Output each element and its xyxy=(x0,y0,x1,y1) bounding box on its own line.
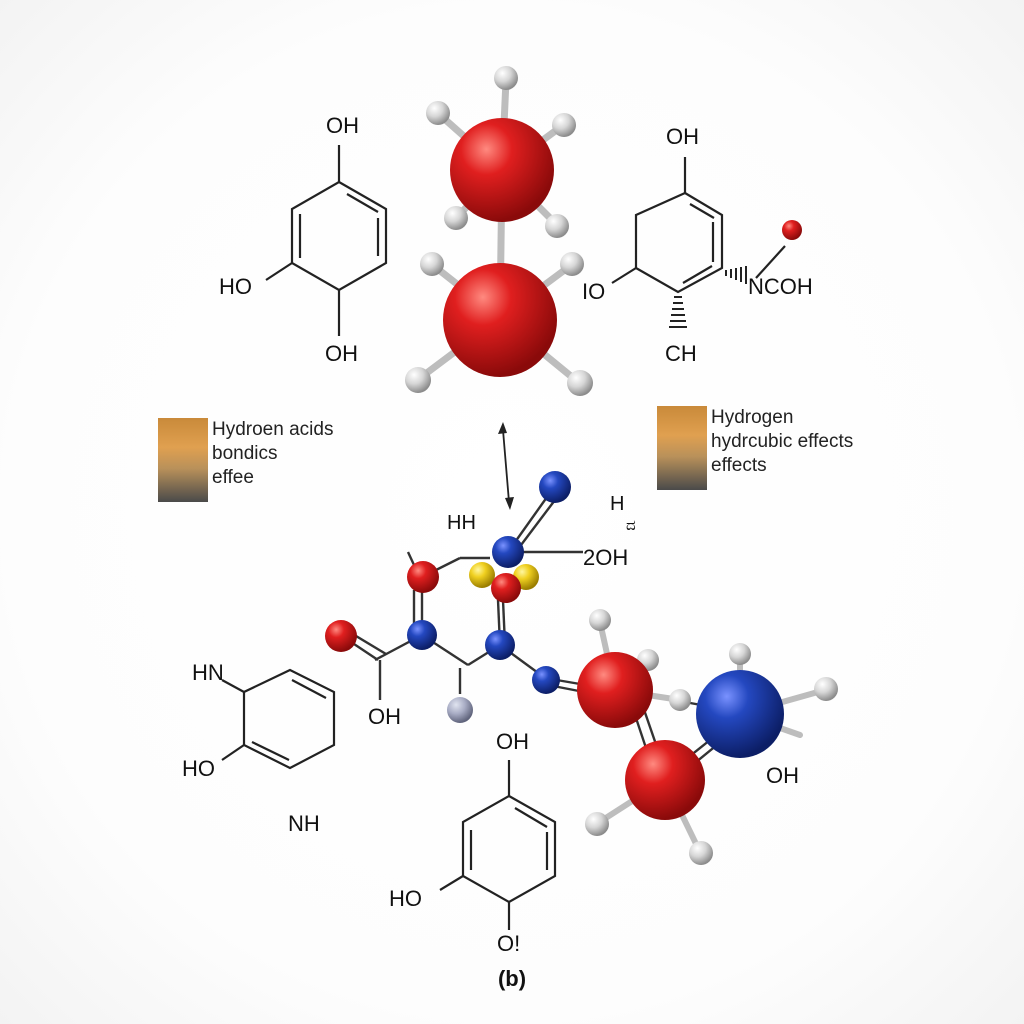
water-dimer-model xyxy=(405,66,593,396)
nitrogen-atom xyxy=(696,670,784,758)
label-ho-bottom-left: HO xyxy=(182,756,215,781)
label-ho-top-left: HO xyxy=(219,274,252,299)
label-o-bottom: O! xyxy=(497,931,520,956)
label-io: IO xyxy=(582,279,605,304)
legend-line: Hydroen acids xyxy=(212,419,334,440)
label-hh: HH xyxy=(447,512,476,534)
label-oh-lower: OH xyxy=(368,704,401,729)
hydrogen-atom xyxy=(494,66,518,90)
legend-swatch-right xyxy=(657,406,707,490)
oxygen-atom xyxy=(407,561,439,593)
label-ncoh: NCOH xyxy=(748,274,813,299)
label-ch: CH xyxy=(665,341,697,366)
legend-right: Hydrogen hydrcubic effects effects xyxy=(657,406,853,490)
hydrogen-atom xyxy=(689,841,713,865)
hydrogen-atom xyxy=(405,367,431,393)
structure-bottom-left xyxy=(221,668,336,770)
hydrogen-atom xyxy=(589,609,611,631)
hydrogen-atom xyxy=(567,370,593,396)
nitrogen-atom xyxy=(407,620,437,650)
legend-line: hydrcubic effects xyxy=(711,431,854,452)
hydrogen-atom xyxy=(545,214,569,238)
legend-line: Hydrogen xyxy=(711,407,794,428)
figure-caption: (b) xyxy=(497,966,527,991)
label-oh-bottom-center: OH xyxy=(496,729,529,754)
legend-left: Hydroen acids bondics effee xyxy=(158,418,333,502)
oxygen-atom xyxy=(491,573,521,603)
carbon-atom xyxy=(447,697,473,723)
label-hn: HN xyxy=(192,660,224,685)
structure-top-left xyxy=(265,145,388,336)
hydrogen-atom xyxy=(729,643,751,665)
sulfur-atom xyxy=(469,562,495,588)
oxygen-atom xyxy=(782,220,802,240)
oxygen-atom xyxy=(625,740,705,820)
legend-line: effee xyxy=(212,467,254,488)
legend-line: effects xyxy=(711,455,767,476)
nitrogen-atom xyxy=(532,666,560,694)
label-sub-right: ದ xyxy=(626,517,636,534)
structure-top-right xyxy=(611,157,802,328)
nitrogen-atom xyxy=(492,536,524,568)
label-oh-far-right: OH xyxy=(766,763,799,788)
hydrogen-atom xyxy=(585,812,609,836)
nitrogen-atom xyxy=(485,630,515,660)
label-h-right: H xyxy=(610,493,624,515)
label-ho-bottom-center: HO xyxy=(389,886,422,911)
legend-swatch-left xyxy=(158,418,208,502)
oxygen-atom xyxy=(325,620,357,652)
hydrogen-atom xyxy=(426,101,450,125)
label-2oh: 2OH xyxy=(583,545,628,570)
legend-text-right: Hydrogen hydrcubic effects effects xyxy=(711,406,853,478)
benzene-ring xyxy=(290,180,388,292)
legend-line: bondics xyxy=(212,443,278,464)
hydrogen-atom xyxy=(444,206,468,230)
legend-text-left: Hydroen acids bondics effee xyxy=(212,418,333,490)
oxygen-atom xyxy=(577,652,653,728)
hydrogen-atom xyxy=(669,689,691,711)
hydrogen-atom xyxy=(420,252,444,276)
ball-stick-model xyxy=(325,471,838,865)
hydrogen-atom xyxy=(552,113,576,137)
label-nh: NH xyxy=(288,811,320,836)
label-oh-top-left: OH xyxy=(326,113,359,138)
double-arrow xyxy=(498,422,514,510)
hydrogen-atom xyxy=(560,252,584,276)
oxygen-atom xyxy=(443,263,557,377)
structure-bottom-center xyxy=(439,760,557,930)
oxygen-atom xyxy=(450,118,554,222)
hydrogen-atom xyxy=(814,677,838,701)
label-oh-top-right: OH xyxy=(666,124,699,149)
label-oh-bottom-top-left: OH xyxy=(325,341,358,366)
nitrogen-atom xyxy=(539,471,571,503)
